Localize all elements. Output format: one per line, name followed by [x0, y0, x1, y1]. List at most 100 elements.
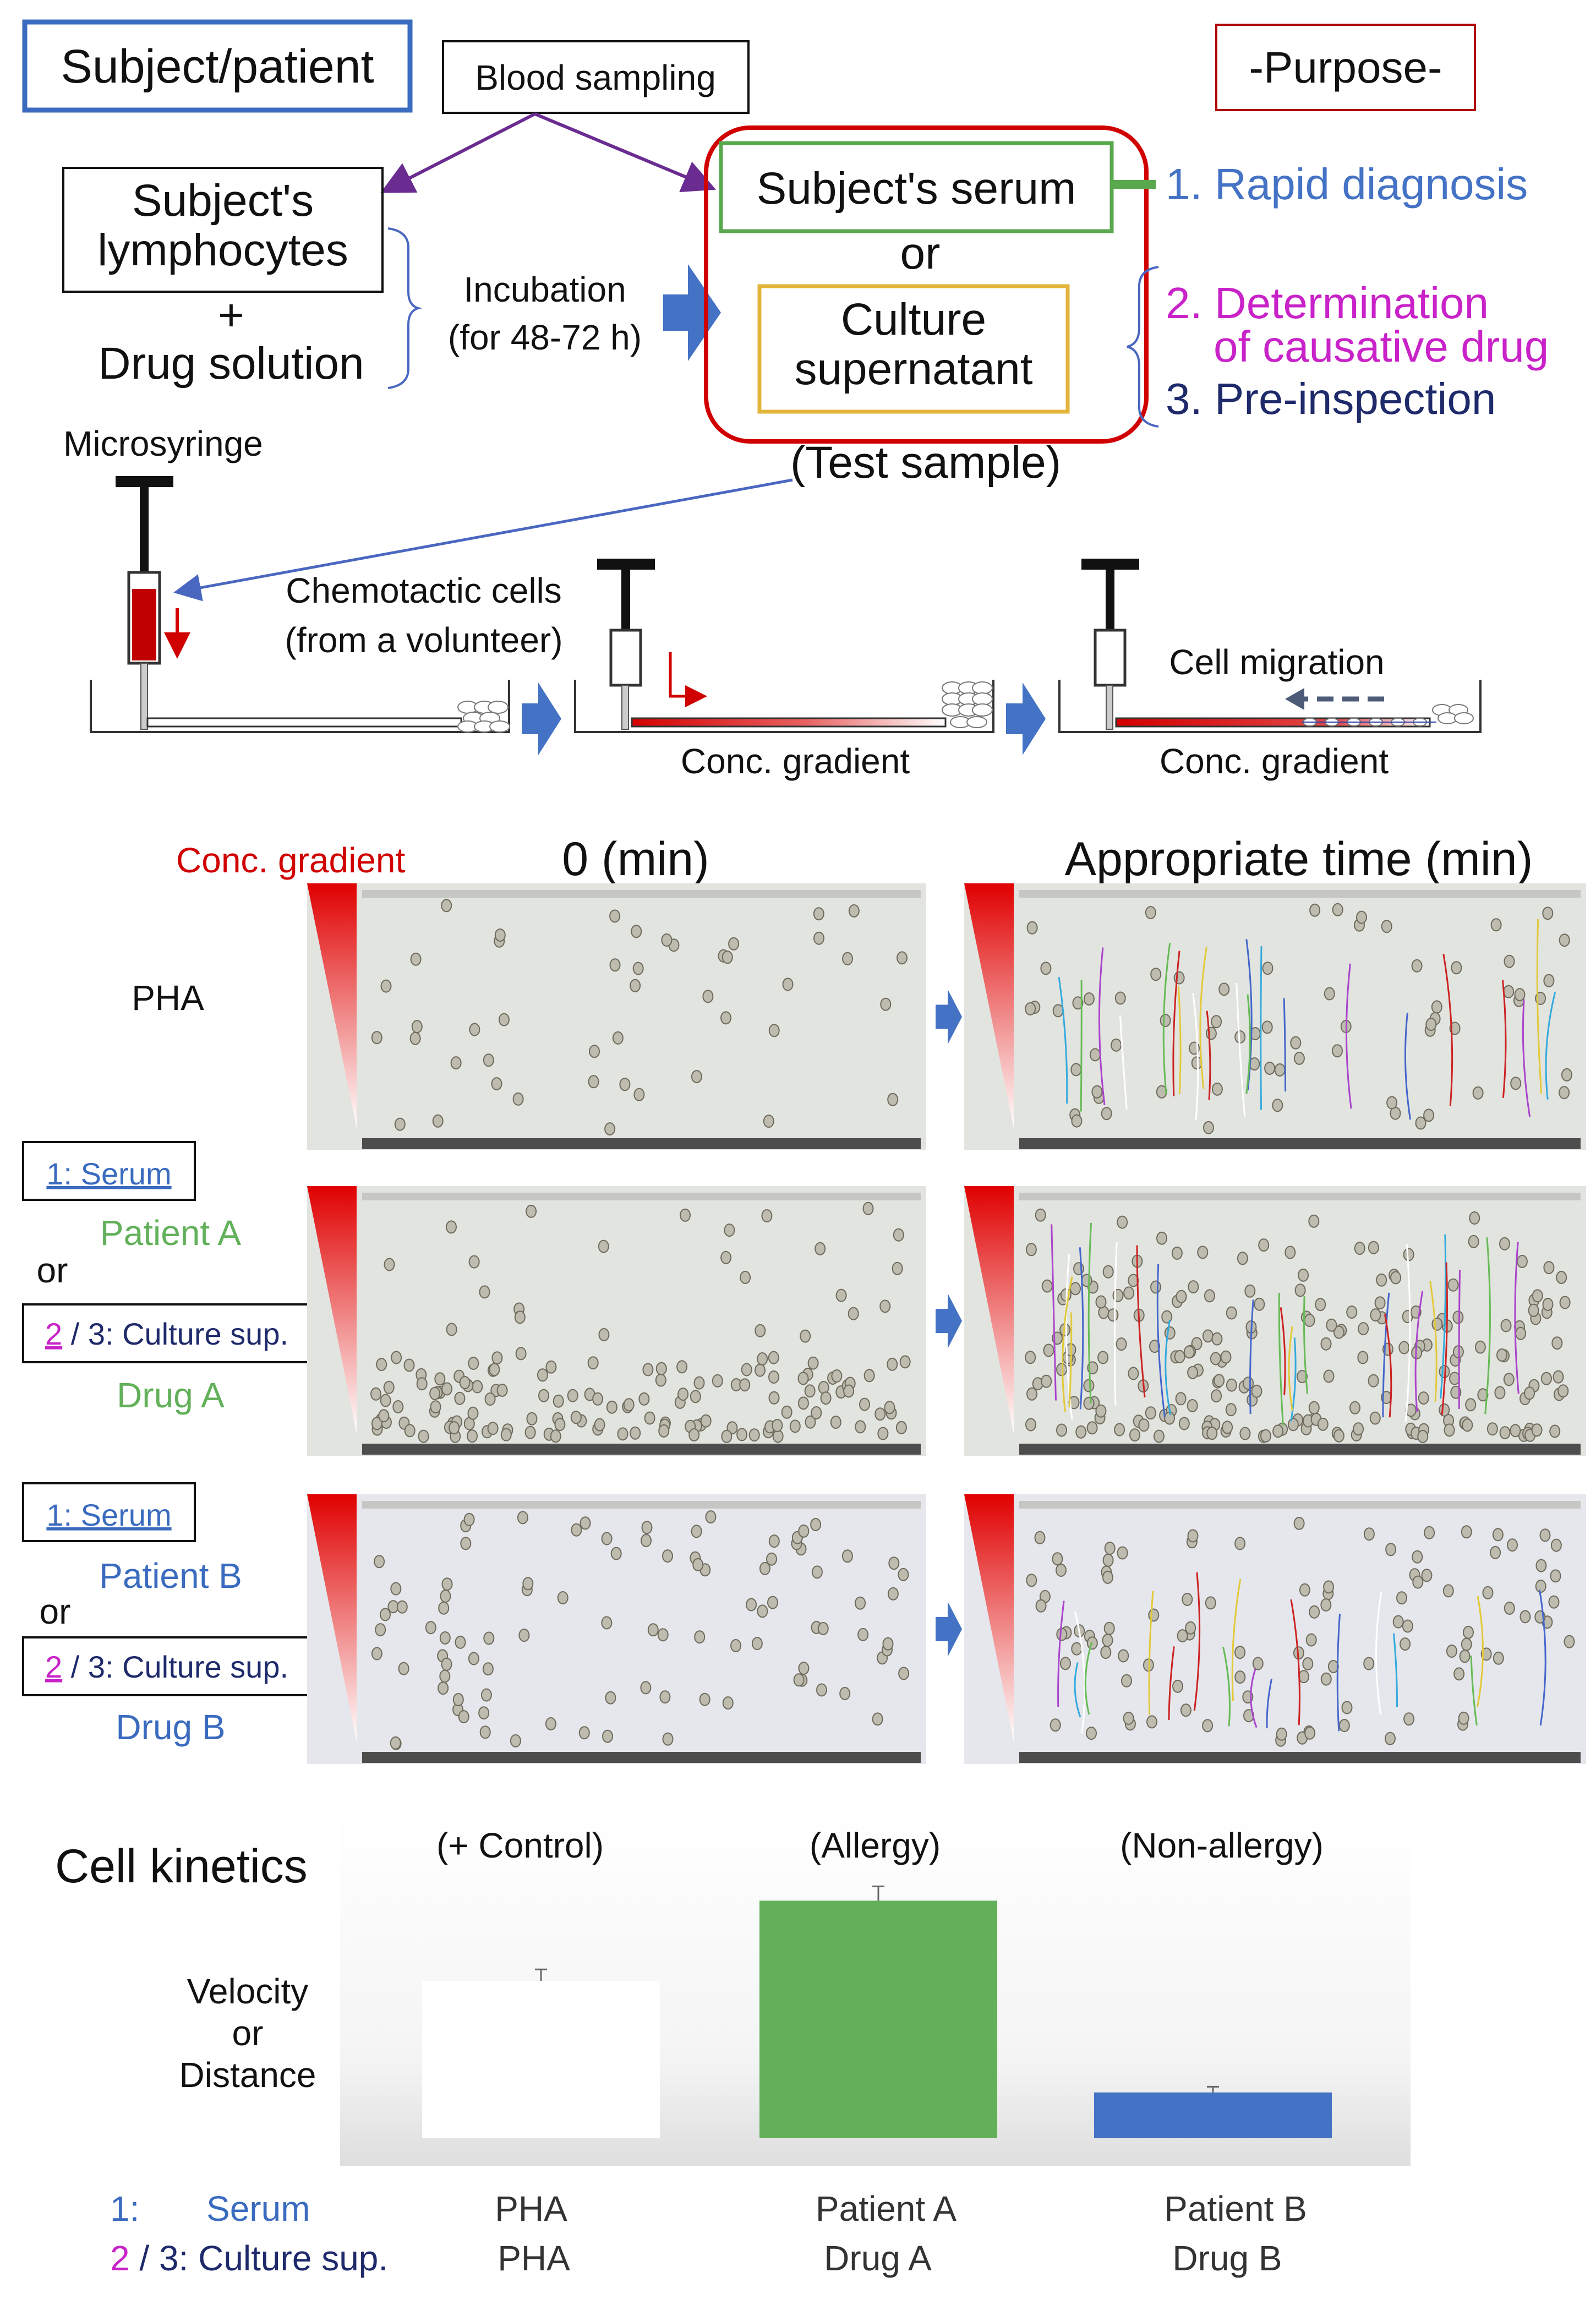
row2-serum-box — [22, 1141, 196, 1201]
row2-serum-label: 1: Serum — [46, 1156, 171, 1191]
purpose-1: 1. Rapid diagnosis — [1166, 160, 1528, 209]
row2-or: or — [37, 1250, 68, 1290]
micrograph-panels — [307, 883, 1586, 1764]
bar-3 — [1094, 2092, 1332, 2138]
incubation-line1: Incubation — [463, 270, 626, 309]
blood-sampling-label: Blood sampling — [475, 58, 716, 97]
row-label-pha: PHA — [132, 978, 204, 1018]
chart-bars — [422, 1885, 1332, 2138]
row1-label-text: Serum — [206, 2189, 310, 2228]
y-label-line1: Velocity — [187, 1971, 309, 2011]
syringe-2 — [597, 559, 655, 730]
conc-gradient-red-label: Conc. gradient — [176, 840, 405, 880]
stage-arrow-2 — [1006, 682, 1046, 755]
chamber-2 — [574, 680, 994, 733]
group-label-control: (+ Control) — [436, 1826, 604, 1865]
arrow-to-serum — [534, 112, 717, 193]
cells-1 — [457, 701, 510, 733]
plus-sign: + — [218, 290, 244, 340]
row3-serum-label: 1: Serum — [46, 1498, 171, 1532]
lymphocytes-box — [62, 167, 384, 293]
gradient-triangle — [307, 883, 357, 1128]
row3-culture-num: 2 — [45, 1649, 62, 1684]
row2-culture-label: 2 / 3: Culture sup. — [45, 1317, 288, 1351]
purpose-box — [1215, 24, 1476, 111]
micrograph-row2-zero — [307, 1186, 926, 1456]
time-arrow-row2 — [936, 1293, 962, 1348]
syringe-1 — [116, 476, 173, 730]
column-appropriate-time: Appropriate time (min) — [1065, 833, 1533, 886]
test-sample-frame — [704, 125, 1149, 444]
incubation-arrow — [663, 264, 721, 361]
y-label-line3: Distance — [179, 2055, 316, 2095]
micrograph-row1-later — [964, 883, 1586, 1150]
bar-1 — [422, 1981, 660, 2138]
row3-serum-box — [22, 1482, 196, 1542]
category-row1-patient-b: Patient B — [1164, 2189, 1307, 2228]
row3-culture-label: 2 / 3: Culture sup. — [45, 1649, 288, 1684]
chamber-1-channel — [146, 717, 462, 728]
category-row1-pha: PHA — [495, 2189, 567, 2228]
category-row2-pha: PHA — [498, 2238, 570, 2278]
serum-or: or — [900, 228, 941, 278]
gradient-triangle — [964, 883, 1014, 1128]
purpose-2-line1: 2. Determination — [1166, 278, 1489, 327]
column-0-min: 0 (min) — [562, 833, 709, 886]
subject-patient-box — [22, 19, 413, 113]
micrograph-row3-zero — [307, 1494, 926, 1764]
row3-or: or — [40, 1592, 71, 1631]
chart-title: Cell kinetics — [55, 1840, 308, 1893]
gradient-triangle — [964, 1186, 1014, 1434]
microsyringe-label: Microsyringe — [63, 424, 263, 463]
row2-label-text: / 3: Culture sup. — [130, 2238, 389, 2278]
chamber-3 — [1058, 680, 1482, 733]
arrow-test-sample-to-syringe — [173, 478, 793, 602]
category-row1-patient-a: Patient A — [816, 2189, 957, 2228]
row3-drug-b: Drug B — [116, 1707, 225, 1747]
y-label-line2: or — [232, 2013, 264, 2053]
chamber-2-gradient — [631, 717, 947, 728]
lymphocytes-line1: Subject's — [132, 176, 314, 226]
test-sample-label: (Test sample) — [790, 438, 1061, 488]
micrograph-row2-later — [964, 1186, 1586, 1456]
lymphocytes-line2: lymphocytes — [97, 225, 348, 275]
culture-box — [757, 284, 1070, 414]
conc-gradient-label-2: Conc. gradient — [1160, 741, 1389, 781]
migration-arrow-head — [1285, 688, 1304, 710]
row1-label-num: 1: — [110, 2189, 139, 2228]
gradient-triangle — [307, 1186, 357, 1434]
stage-arrow-1 — [522, 682, 561, 755]
chemotactic-line1: Chemotactic cells — [286, 571, 562, 610]
culture-line1: Culture — [841, 294, 986, 345]
chemotactic-line2: (from a volunteer) — [285, 620, 562, 660]
row1-label: 1: Serum — [110, 2189, 310, 2228]
arrow-to-lymphocytes — [380, 112, 536, 193]
purpose-3: 3. Pre-inspection — [1166, 374, 1496, 423]
left-bracket — [387, 227, 423, 389]
drug-solution-label: Drug solution — [98, 338, 364, 389]
row2-label: 2 / 3: Culture sup. — [110, 2238, 388, 2278]
purpose-2-line2: of causative drug — [1214, 322, 1549, 371]
bar-2 — [759, 1900, 997, 2138]
row3-culture-rest: / 3: Culture sup. — [62, 1649, 288, 1684]
category-row2-drug-b: Drug B — [1172, 2238, 1282, 2278]
gradient-triangle — [964, 1494, 1014, 1742]
time-arrow-row1 — [936, 989, 962, 1045]
conc-gradient-label-1: Conc. gradient — [681, 741, 910, 781]
category-row2-drug-a: Drug A — [824, 2238, 932, 2278]
subject-patient-label: Subject/patient — [61, 40, 374, 93]
row2-culture-rest: / 3: Culture sup. — [62, 1317, 288, 1351]
red-bent-arrow — [669, 652, 707, 707]
micrograph-row1-zero — [307, 883, 926, 1150]
time-arrow-row3 — [936, 1602, 962, 1657]
group-label-allergy: (Allergy) — [810, 1826, 941, 1865]
cell-migration-label: Cell migration — [1169, 642, 1384, 682]
culture-line2: supernatant — [794, 344, 1032, 394]
serum-label: Subject's serum — [757, 163, 1076, 214]
row2-label-num: 2 — [110, 2238, 130, 2278]
right-bracket — [1127, 266, 1159, 428]
incubation-line2: (for 48-72 h) — [448, 318, 642, 357]
blood-sampling-box — [442, 40, 750, 114]
row2-culture-num: 2 — [45, 1317, 62, 1351]
